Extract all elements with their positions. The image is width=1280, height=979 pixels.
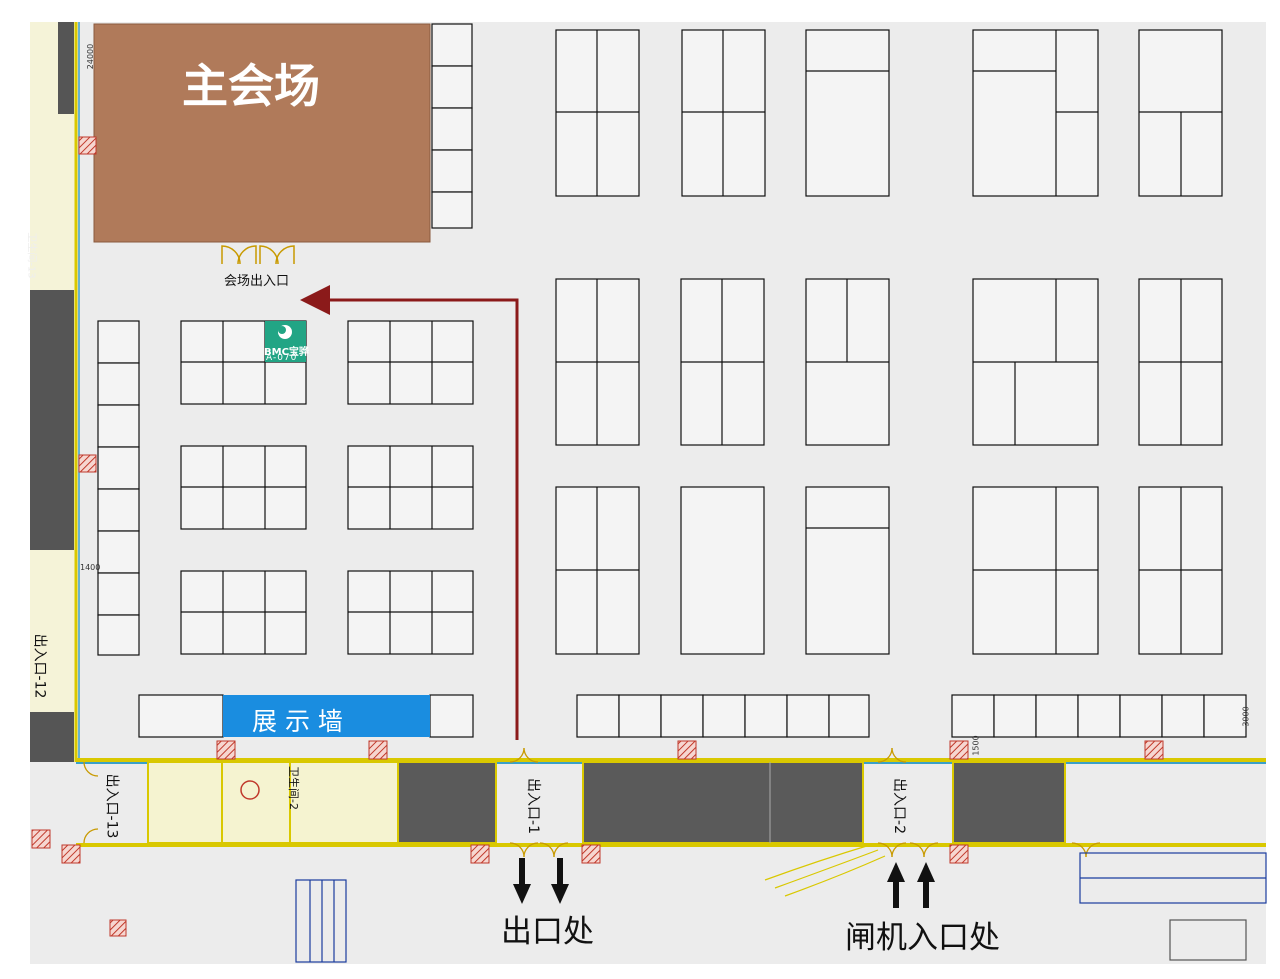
entry-arrows	[887, 862, 935, 908]
main-hall-block[interactable]	[93, 23, 431, 243]
dimension-3000: 3000	[1241, 706, 1251, 727]
entrance-13-label: 出入口-13	[103, 773, 120, 839]
escalator-ramp	[764, 844, 886, 897]
main-hall-label: 主会场	[182, 59, 320, 113]
entrance-doors	[83, 747, 1101, 858]
exit-label: 出口处	[501, 914, 594, 950]
booth-blocks-row-1	[555, 29, 1223, 197]
featured-booth-bmc[interactable]	[265, 321, 306, 362]
entrance-1-label: 出入口-1	[524, 778, 541, 834]
entrance-12-label: 出入口-12	[31, 633, 48, 699]
restroom-13-label: 卫生间-13	[25, 232, 37, 279]
restroom-area	[147, 761, 399, 844]
exterior-details	[295, 852, 1267, 963]
display-wall[interactable]	[223, 695, 430, 737]
booth-brand-label: BMC宝骅	[264, 347, 309, 358]
route-arrow	[300, 285, 519, 740]
exit-arrows	[513, 858, 569, 904]
entrance-2-label: 出入口-2	[890, 778, 907, 834]
booth-column-main-hall	[431, 23, 473, 229]
restroom-2-label: 卫生间-2	[286, 766, 300, 810]
main-hall-entrance-doors	[221, 245, 295, 265]
dimension-1500: 1500	[971, 735, 981, 756]
structural-columns	[31, 136, 1164, 937]
main-hall-entrance-label: 会场出入口	[224, 274, 290, 289]
gate-entrance-label: 闸机入口处	[845, 920, 1000, 956]
dimension-1400: 1400	[80, 563, 101, 572]
service-blocks	[397, 761, 1066, 844]
dimension-24000: 24000	[86, 43, 96, 70]
left-service-strip	[30, 22, 80, 762]
display-wall-label: 展 示 墙	[252, 707, 343, 736]
booth-blocks-row-3	[555, 486, 1223, 655]
booth-column-left	[97, 320, 140, 656]
booth-blocks-row-2	[555, 278, 1223, 446]
display-wall-row	[138, 694, 1247, 738]
booth-number-label: A-070	[266, 353, 298, 363]
